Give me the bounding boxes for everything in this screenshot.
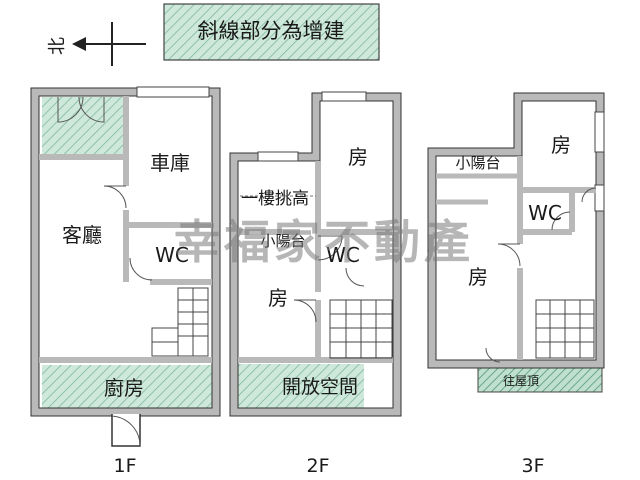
stairs-2f	[329, 299, 393, 359]
addition-open-space-2f	[236, 364, 364, 410]
floor-label-1f: 1F	[113, 455, 136, 477]
floor-1f: 車庫 客廳 WC 廚房 1F	[30, 86, 221, 477]
room-label-room-back-2f: 房	[268, 286, 288, 310]
room-label-room-back-3f: 房	[468, 265, 488, 289]
room-label-room-front-2f: 房	[348, 145, 368, 169]
floor-label-2f: 2F	[306, 455, 329, 477]
legend: 斜線部分為增建	[163, 3, 380, 61]
room-label-double-height: 一樓挑高	[241, 189, 309, 209]
room-label-wc-1f: WC	[155, 243, 189, 267]
floor-2f: 一樓挑高 房 小陽台 WC 房 開放空間 2F	[229, 91, 402, 477]
watermark: 幸福家不動產	[174, 215, 474, 269]
addition-roof-access-3f	[477, 365, 603, 393]
outer-wall-2f	[230, 93, 401, 416]
room-label-open-space: 開放空間	[282, 376, 358, 398]
legend-note: 斜線部分為增建	[198, 19, 345, 43]
north-label: 北	[47, 37, 68, 55]
legend-box	[163, 3, 380, 61]
stairs-1f	[151, 287, 209, 357]
room-label-to-roof: 往屋頂	[503, 373, 539, 388]
room-label-wc-2f: WC	[326, 243, 360, 267]
room-label-living: 客廳	[62, 223, 102, 247]
outer-wall-3f	[428, 93, 604, 368]
outer-wall-1f	[31, 88, 220, 416]
floor-3f: 小陽台 房 WC 房 往屋頂 3F	[427, 92, 605, 477]
window-1f	[136, 86, 210, 98]
compass: 北	[47, 22, 146, 66]
room-label-balcony-2f: 小陽台	[260, 232, 305, 250]
room-label-balcony-3f: 小陽台	[455, 154, 500, 172]
room-label-garage: 車庫	[150, 151, 190, 175]
floor-label-3f: 3F	[521, 455, 544, 477]
room-label-wc-3f: WC	[528, 201, 562, 225]
addition-kitchen-1f	[42, 365, 214, 410]
stairs-3f	[535, 299, 595, 359]
room-label-room-front-3f: 房	[551, 133, 571, 157]
room-label-kitchen: 廚房	[104, 376, 144, 400]
addition-front-1f	[42, 97, 124, 155]
north-arrow-head	[72, 37, 86, 51]
